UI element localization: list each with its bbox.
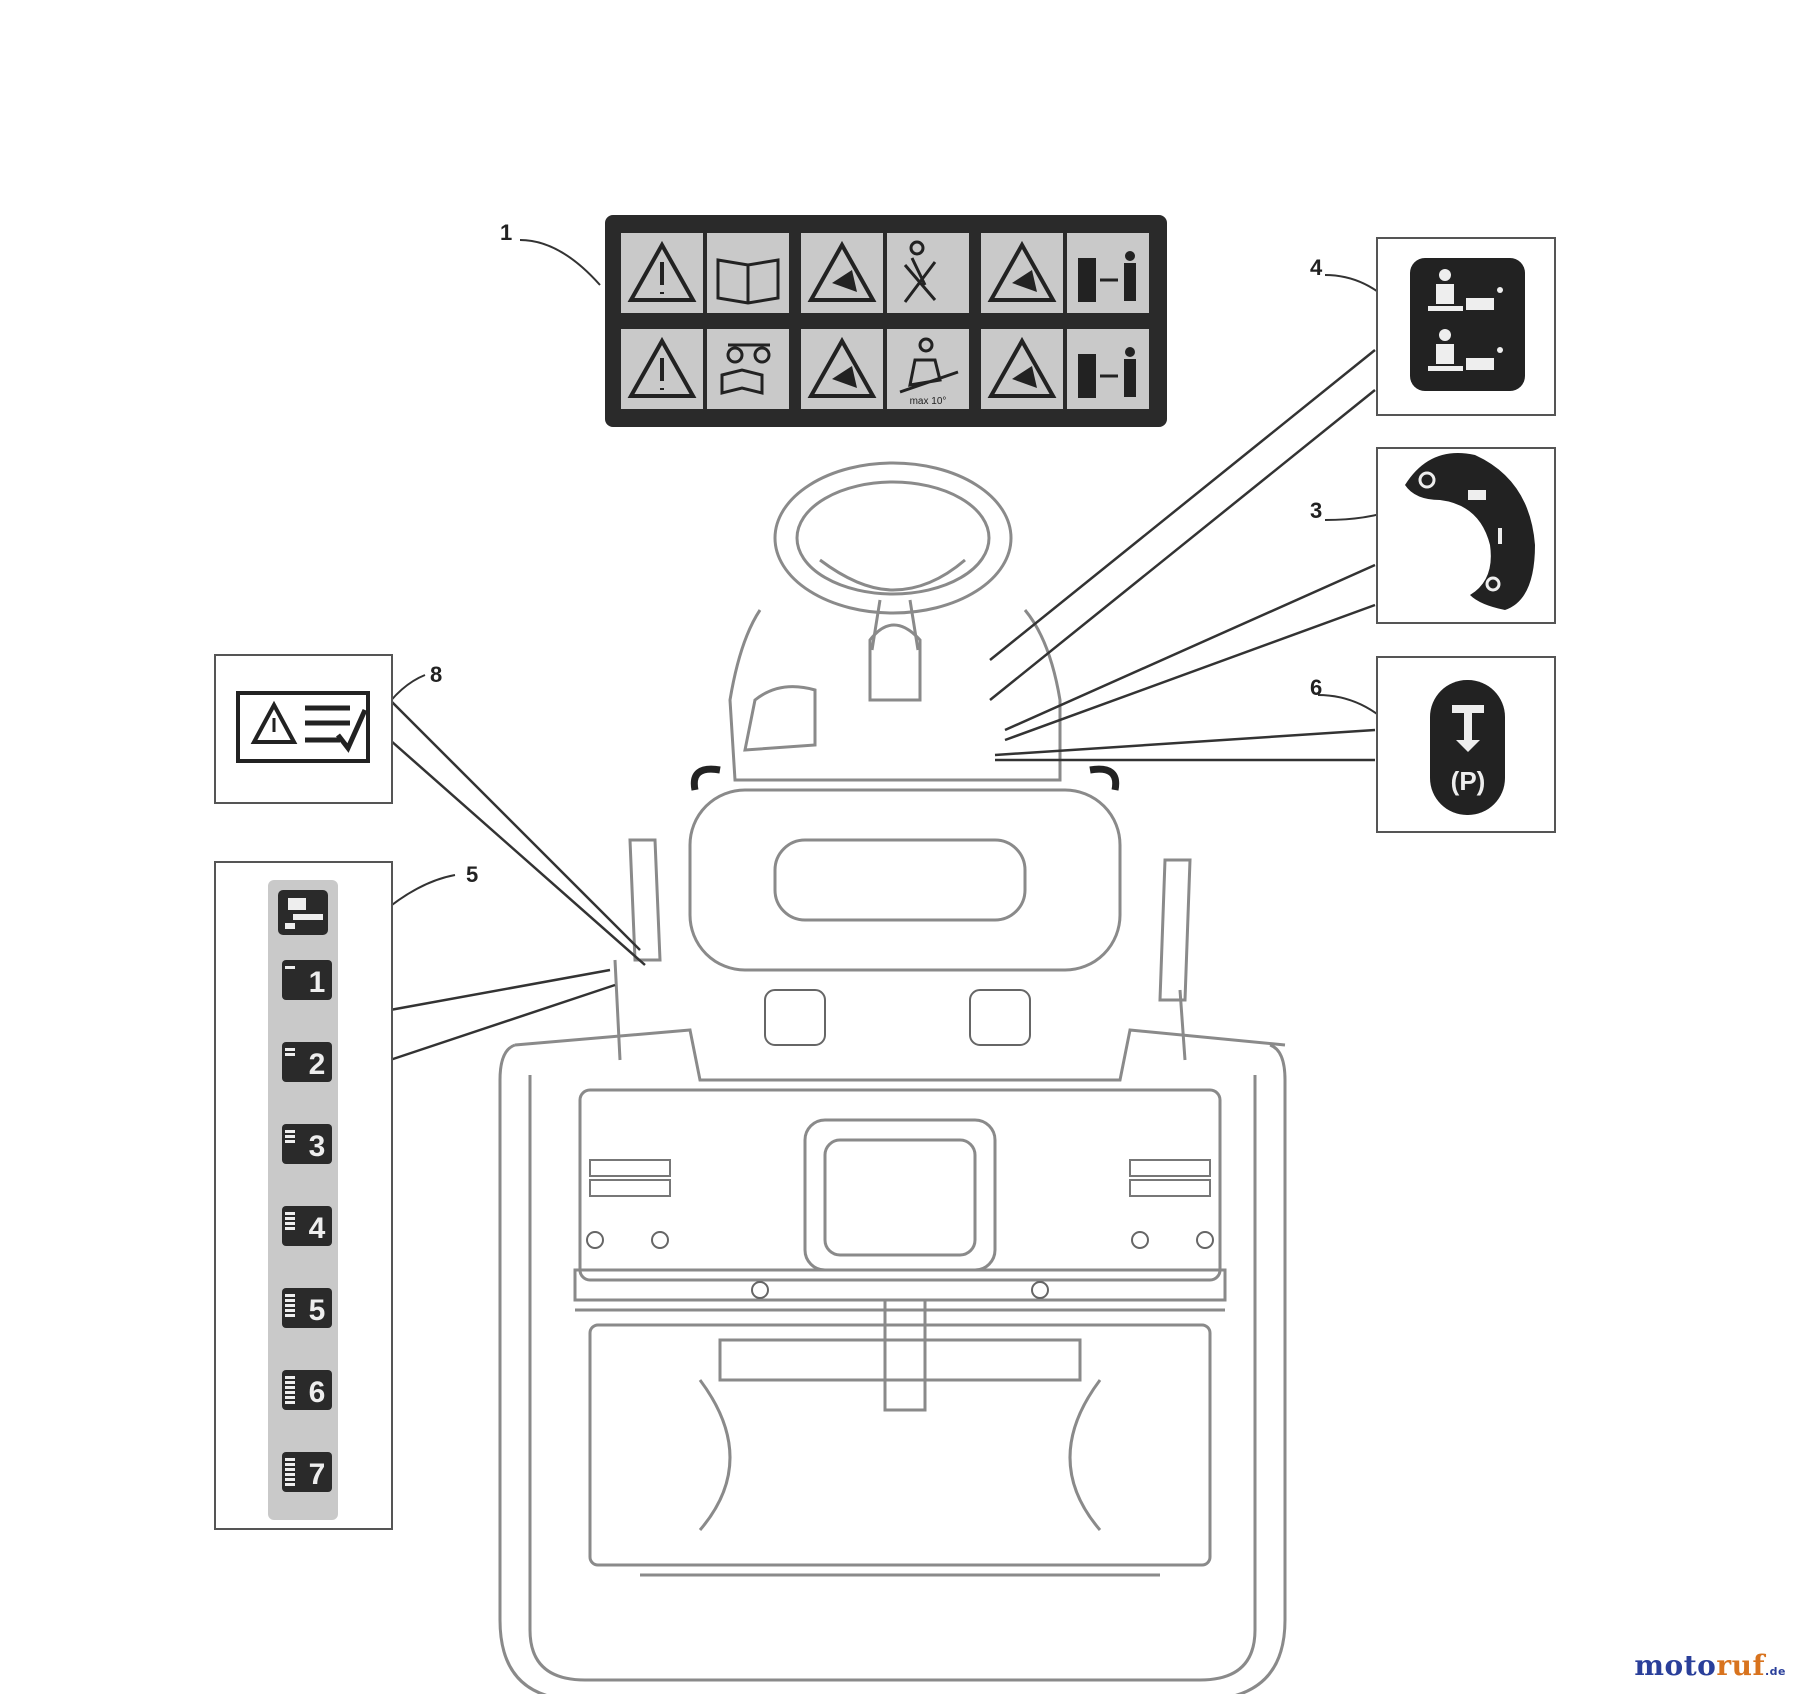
gear-1-label: 1: [309, 966, 326, 999]
slope-icon: [899, 337, 959, 394]
gear-3-label: 3: [309, 1130, 326, 1163]
operator-seat-icon: [1428, 269, 1503, 371]
gear-7-label: 7: [309, 1458, 326, 1491]
watermark-part2: ruf: [1716, 1649, 1765, 1682]
gear-5-badge: [282, 1288, 332, 1328]
gear-7-badge: [282, 1452, 332, 1492]
tractor-manual-icon: [720, 343, 771, 395]
watermark-part1: moto: [1634, 1649, 1717, 1682]
watermark-suffix: .de: [1764, 1665, 1786, 1678]
gear-labels: 1 2 3 4 5 6 7: [282, 960, 332, 1492]
steering-wheel: [773, 461, 1013, 615]
brake-pedal-icon: [1452, 705, 1484, 752]
dashboard: [728, 609, 1062, 782]
ignition-start-icon: [1485, 576, 1501, 592]
decal-1-slope-text: max 10°: [910, 396, 947, 407]
decal-4-operator-presence: [1376, 237, 1556, 416]
gear-7-bar: [285, 1458, 295, 1461]
callout-4: 4: [1310, 255, 1323, 280]
hazard-glyphs-icon: [832, 270, 1037, 388]
callout-1: 1: [500, 220, 513, 245]
side-vents-right: [1129, 1159, 1211, 1197]
gear-4-bar: [285, 1222, 295, 1225]
decal-5-gears: 1 2 3 4 5 6 7: [214, 861, 393, 1530]
fender-line: [514, 1028, 1286, 1082]
gear-7-bar: [285, 1463, 295, 1466]
gear-5-label: 5: [309, 1294, 326, 1327]
gear-3-bar: [285, 1130, 295, 1133]
gear-7-bar: [285, 1478, 295, 1481]
decal-8-warning-icon: [250, 700, 298, 744]
gear-5-bar: [285, 1304, 295, 1307]
gear-4-badge: [282, 1206, 332, 1246]
gear-5-bar: [285, 1314, 295, 1317]
gear-6-bar: [285, 1386, 295, 1389]
bolts: [586, 1231, 1214, 1299]
seat-backrest: [688, 788, 1122, 972]
gear-mode-icon: [278, 890, 328, 935]
callout-3: 3: [1310, 498, 1323, 523]
drive-lever-right: [1158, 858, 1192, 1002]
decal-6-parking-brake: (P): [1376, 656, 1556, 833]
gear-2-bar: [285, 1048, 295, 1051]
gear-4-label: 4: [309, 1212, 326, 1245]
gear-6-bar: [285, 1396, 295, 1399]
gear-2-label: 2: [309, 1048, 326, 1081]
gear-5-bar: [285, 1299, 295, 1302]
leader-lines: [389, 349, 1376, 1062]
side-vents-left: [589, 1159, 671, 1197]
gear-6-bar: [285, 1376, 295, 1379]
gear-2-badge: [282, 1042, 332, 1082]
gear-7-bar: [285, 1483, 295, 1486]
manual-book-icon: [716, 258, 780, 305]
gear-5-bar: [285, 1309, 295, 1312]
gear-6-bar: [285, 1391, 295, 1394]
gear-5-bar: [285, 1294, 295, 1297]
warning-triangles-icon: [627, 240, 1057, 398]
callout-8: 8: [430, 662, 443, 687]
ignition-lights-icon: [1468, 490, 1486, 500]
seat-springs: [764, 989, 1031, 1046]
cutting-height-lever-left: [628, 838, 662, 962]
tractor-outline: [498, 461, 1287, 1694]
gear-6-label: 6: [309, 1376, 326, 1409]
no-passenger-icon: [903, 240, 937, 303]
gear-4-bar: [285, 1227, 295, 1230]
gear-1-bar: [285, 966, 295, 969]
gear-4-bar: [285, 1217, 295, 1220]
gear-7-bar: [285, 1473, 295, 1476]
decal-3-ignition: [1376, 447, 1556, 624]
gear-6-bar: [285, 1401, 295, 1404]
checklist-icon: [305, 705, 368, 753]
ignition-on-icon: [1498, 528, 1502, 544]
watermark-logo: motoruf.de: [1634, 1649, 1786, 1682]
decal-8-warning: [214, 654, 393, 804]
callout-6: 6: [1310, 675, 1323, 700]
ignition-off-icon: [1418, 471, 1436, 489]
parking-label: (P): [1451, 766, 1486, 796]
callout-5: 5: [466, 862, 479, 887]
gear-6-bar: [285, 1381, 295, 1384]
gear-2-bar: [285, 1053, 295, 1056]
decal-1-warning-strip: max 10°: [605, 215, 1167, 427]
gear-4-bar: [285, 1212, 295, 1215]
gear-3-bar: [285, 1140, 295, 1143]
gear-7-bar: [285, 1468, 295, 1471]
gear-3-badge: [282, 1124, 332, 1164]
gear-6-badge: [282, 1370, 332, 1410]
gear-1-badge: [282, 960, 332, 1000]
keep-distance-icon: [1078, 251, 1136, 398]
gear-3-bar: [285, 1135, 295, 1138]
